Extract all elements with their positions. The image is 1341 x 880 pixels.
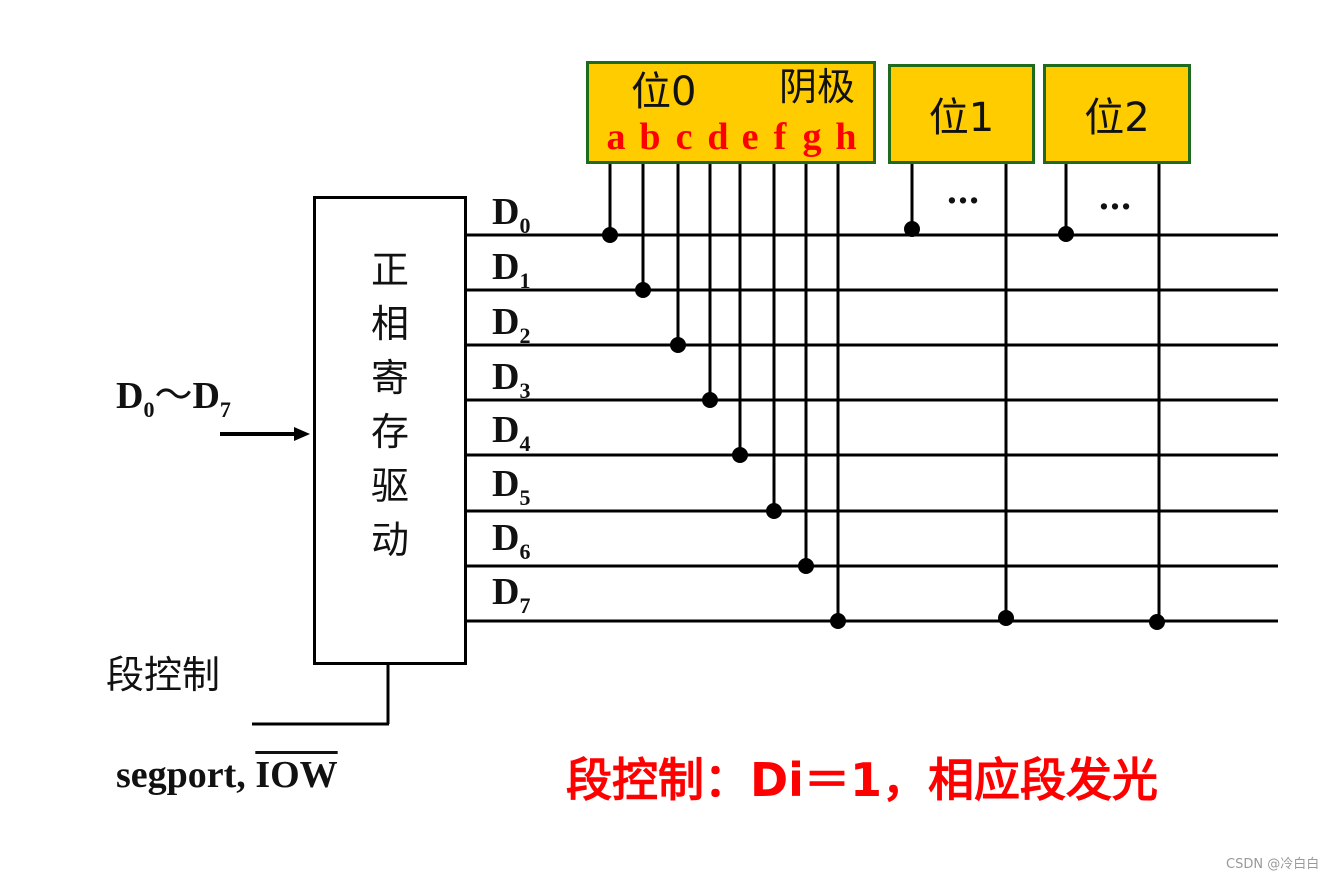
driver-char: 相 — [370, 302, 409, 346]
segment-f: f — [773, 116, 787, 158]
input-arrow-head — [294, 427, 310, 441]
digit-1-label: 位1 — [928, 95, 995, 141]
segment-h: h — [835, 116, 857, 158]
driver-char: 动 — [370, 518, 409, 562]
junction-dot — [670, 337, 686, 353]
iow-signal: IOW — [255, 754, 338, 796]
bus-label-d0: D0 — [492, 191, 531, 238]
segport-label: segport, IOW — [116, 754, 338, 796]
junction-dot — [602, 227, 618, 243]
driver-char: 正 — [370, 248, 409, 292]
segment-c: c — [675, 116, 693, 158]
junction-dot — [998, 610, 1014, 626]
bus-label-d6: D6 — [492, 517, 531, 564]
junction-dot — [1058, 226, 1074, 242]
digit-2-label: 位2 — [1084, 95, 1150, 141]
junction-dot — [830, 613, 846, 629]
segment-b: b — [639, 116, 661, 158]
digit-2-box: 位2 — [1043, 64, 1191, 164]
junction-dot — [1149, 614, 1165, 630]
digit-0-label: 位0 — [631, 69, 697, 115]
bus-label-d3: D3 — [492, 356, 531, 403]
bus-label-d5: D5 — [492, 463, 531, 510]
digit-2-ellipsis: … — [1098, 178, 1132, 218]
input-bus-label: D0～D7 — [116, 373, 231, 422]
junction-dot — [904, 221, 920, 237]
bus-label-d7: D7 — [492, 571, 531, 618]
junction-dot — [798, 558, 814, 574]
junction-dot — [702, 392, 718, 408]
driver-char: 寄 — [370, 356, 409, 400]
bus-label-d1: D1 — [492, 246, 531, 293]
watermark: CSDN @冷白白 — [1226, 857, 1320, 872]
bus-label-d4: D4 — [492, 409, 531, 456]
cathode-label: 阴极 — [779, 65, 856, 109]
segment-d: d — [707, 116, 729, 158]
segment-a: a — [606, 116, 626, 158]
driver-char: 驱 — [370, 464, 409, 508]
digit-1-ellipsis: … — [946, 172, 980, 212]
driver-register-label: 正 相 寄 存 驱 动 — [316, 243, 464, 567]
segment-control-label: 段控制 — [106, 653, 221, 697]
segment-e: e — [741, 116, 759, 158]
digit-1-box: 位1 — [888, 64, 1035, 164]
segment-g: g — [802, 116, 822, 158]
caption: 段控制：Di＝1，相应段发光 — [566, 753, 1158, 807]
junction-dot — [766, 503, 782, 519]
driver-char: 存 — [370, 410, 409, 454]
junction-dot — [732, 447, 748, 463]
driver-register-box: 正 相 寄 存 驱 动 — [313, 196, 467, 665]
bus-label-d2: D2 — [492, 301, 531, 348]
junction-dot — [635, 282, 651, 298]
